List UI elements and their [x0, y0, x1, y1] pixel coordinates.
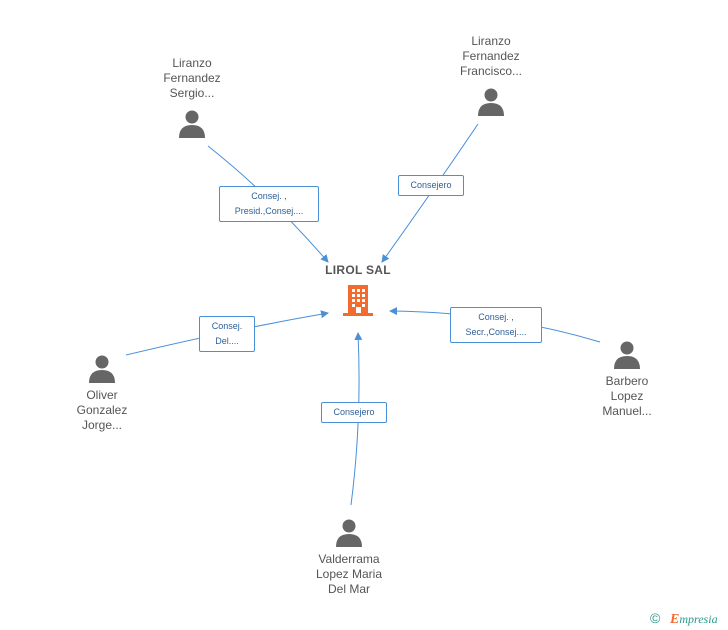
edge-label-liranzo-sergio[interactable]: Consej. , Presid.,Consej....: [219, 186, 319, 222]
person-name-line: Lopez Maria: [315, 567, 383, 581]
company-name: LIROL SAL: [325, 263, 391, 277]
building-icon: [343, 285, 373, 316]
edge-label-oliver[interactable]: Consej. Del....: [199, 316, 255, 352]
person-name-line: Oliver: [86, 388, 118, 402]
company-node[interactable]: LIROL SAL: [313, 263, 403, 317]
brand-text: mpresia: [679, 612, 718, 626]
person-node-oliver[interactable]: Oliver Gonzalez Jorge...: [52, 354, 152, 433]
person-icon: [614, 341, 640, 369]
person-name-line: Del Mar: [327, 582, 370, 596]
edge-label-barbero[interactable]: Consej. , Secr.,Consej....: [450, 307, 542, 343]
person-name-line: Liranzo: [172, 56, 212, 70]
copyright-symbol: ©: [650, 610, 661, 626]
person-name-line: Gonzalez: [76, 403, 128, 417]
edge-label-line: Consej. ,: [478, 312, 514, 322]
edge-label-line: Consej. ,: [251, 191, 287, 201]
edge-label-valderrama[interactable]: Consejero: [321, 402, 387, 423]
person-node-liranzo-francisco[interactable]: Liranzo Fernandez Francisco...: [441, 34, 541, 117]
brand-initial: E: [670, 612, 680, 627]
person-icon: [478, 88, 504, 116]
person-node-valderrama[interactable]: Valderrama Lopez Maria Del Mar: [299, 518, 399, 597]
person-icon: [336, 519, 362, 547]
edge-label-line: Consejero: [333, 407, 375, 417]
edge-label-line: Consej.: [211, 321, 243, 331]
person-name-line: Sergio...: [169, 86, 215, 100]
person-name-line: Liranzo: [471, 34, 511, 48]
edge-label-liranzo-francisco[interactable]: Consejero: [398, 175, 464, 196]
person-name-line: Francisco...: [459, 64, 522, 78]
person-name-line: Fernandez: [163, 71, 221, 85]
brand-logo[interactable]: Empresia: [670, 612, 718, 628]
person-icon: [89, 355, 115, 383]
person-name-line: Barbero: [605, 374, 649, 388]
person-node-liranzo-sergio[interactable]: Liranzo Fernandez Sergio...: [142, 56, 242, 139]
person-name-line: Fernandez: [462, 49, 520, 63]
person-name-line: Valderrama: [318, 552, 380, 566]
person-name-line: Lopez: [610, 389, 644, 403]
edge-label-line: Consejero: [410, 180, 452, 190]
person-node-barbero[interactable]: Barbero Lopez Manuel...: [577, 340, 677, 419]
edge-label-line: Secr.,Consej....: [465, 327, 527, 337]
edge-label-line: Presid.,Consej....: [234, 206, 304, 216]
person-name-line: Jorge...: [81, 418, 123, 432]
person-name-line: Manuel...: [602, 404, 652, 418]
edge-label-line: Del....: [215, 336, 239, 346]
person-icon: [179, 110, 205, 138]
